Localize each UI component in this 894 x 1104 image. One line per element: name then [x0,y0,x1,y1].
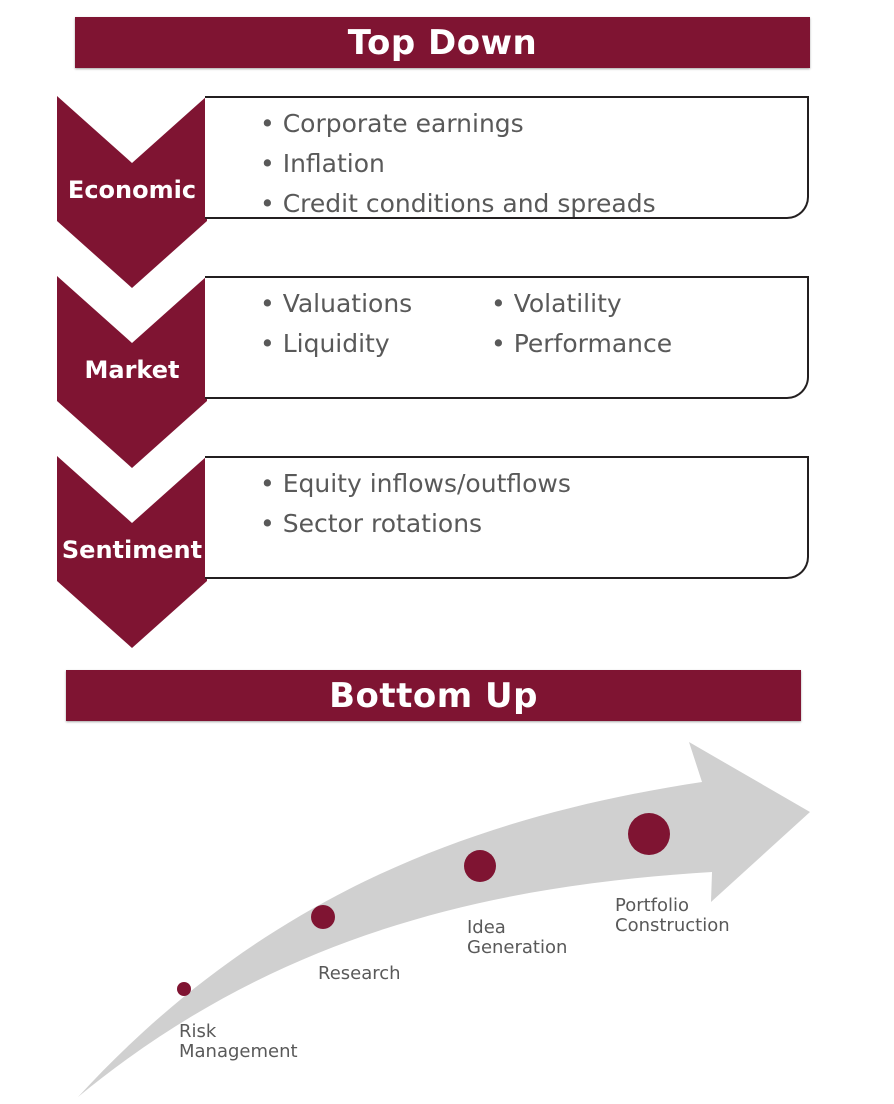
top-down-banner: Top Down [75,17,810,68]
stage-label-research: Research [318,964,448,984]
sentiment-chevron: Sentiment [57,456,207,648]
sentiment-box: Equity inflows/outflows Sector rotations [205,456,809,579]
stage-label-line: Portfolio [615,895,690,916]
stage-dot-risk [177,982,191,996]
market-box: Valuations Liquidity Volatility Performa… [205,276,809,399]
bullet-item: Credit conditions and spreads [260,184,656,224]
stage-label-risk: Risk Management [179,1022,339,1062]
market-chevron: Market [57,276,207,468]
bottom-up-banner: Bottom Up [66,670,801,721]
market-label: Market [84,356,180,384]
stage-label-line: Management [179,1041,298,1062]
stage-dot-research [311,905,335,929]
bullet-item: Equity inflows/outflows [260,464,571,504]
bullet-item: Inflation [260,144,656,184]
stage-label-line: Research [318,963,401,984]
chevron-shape-market [57,276,207,468]
market-bullets-left: Valuations Liquidity [260,284,413,364]
chevron-shape-sentiment [57,456,207,648]
stage-label-line: Risk [179,1021,217,1042]
stage-dot-portfolio [628,813,670,855]
bottom-up-arrow [78,742,810,1097]
stage-label-line: Idea [467,917,506,938]
market-bullets-right: Volatility Performance [491,284,672,364]
sentiment-label: Sentiment [61,536,203,564]
stage-label-idea: Idea Generation [467,918,607,958]
economic-label: Economic [67,176,197,204]
arrow-body [78,742,810,1097]
top-down-title: Top Down [347,22,538,63]
bottom-up-title: Bottom Up [329,675,538,716]
bullet-item: Liquidity [260,324,412,364]
stage-label-line: Generation [467,937,568,958]
bullet-item: Valuations [260,284,413,324]
bullet-item: Volatility [491,284,672,324]
stage-label-line: Construction [615,915,730,936]
economic-chevron: Economic [57,96,207,288]
chevron-shape-economic [57,96,207,288]
stage-dot-idea [464,850,496,882]
economic-bullets: Corporate earnings Inflation Credit cond… [260,104,656,224]
bullet-item: Sector rotations [260,504,571,544]
economic-box: Corporate earnings Inflation Credit cond… [205,96,809,219]
bullet-item: Corporate earnings [260,104,656,144]
bullet-item: Performance [491,324,672,364]
stage-label-portfolio: Portfolio Construction [615,896,765,936]
sentiment-bullets: Equity inflows/outflows Sector rotations [260,464,571,544]
